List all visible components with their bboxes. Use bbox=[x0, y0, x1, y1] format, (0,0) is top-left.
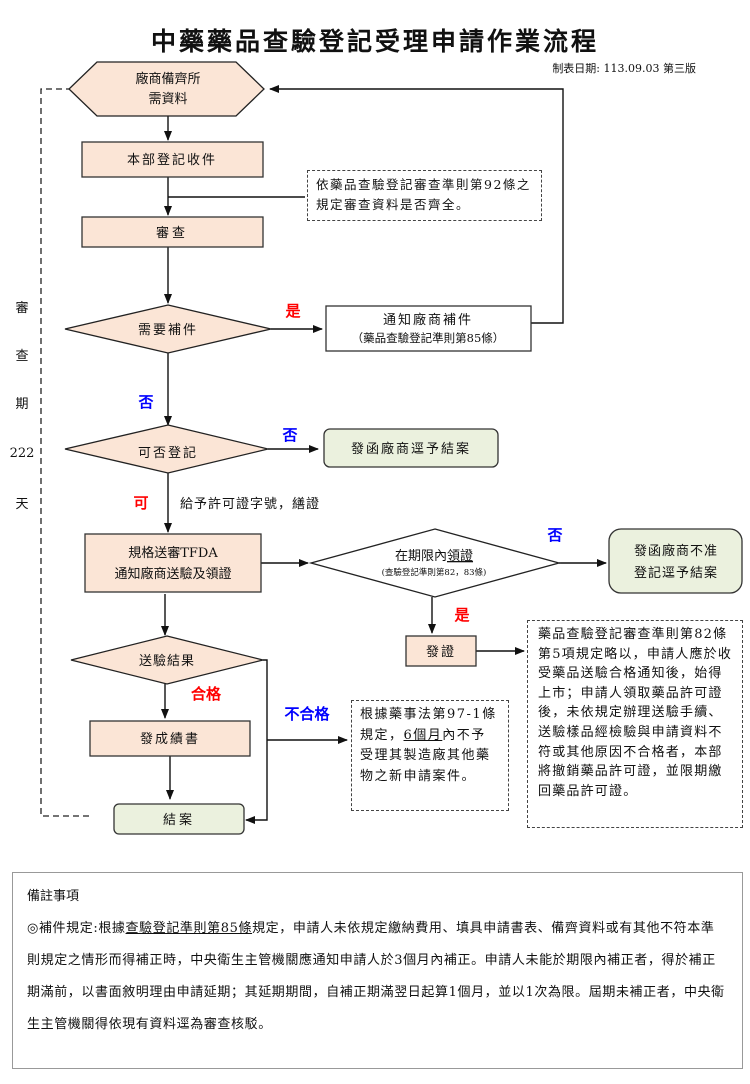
need-supplement-decision: 需要補件 bbox=[64, 304, 272, 354]
branch-pass-label: 合格 bbox=[190, 685, 222, 703]
side-label-char: 查 bbox=[15, 349, 28, 364]
issue-node: 發證 bbox=[405, 635, 477, 667]
remarks-text: 規定，申請人未依規定繳納費用、填具申請書表、備齊資料或有其他不符本準則規定之情形… bbox=[27, 921, 725, 1032]
spec-submission-node: 規格送審TFDA 通知廠商送驗及領證 bbox=[84, 533, 262, 593]
remarks-box: 備註事項 ◎補件規定:根據查驗登記準則第85條規定，申請人未依規定繳納費用、填具… bbox=[12, 872, 743, 1069]
can-register-label: 可否登記 bbox=[138, 445, 198, 461]
deny-close-node: 發函廠商不准 登記逕予結案 bbox=[608, 528, 743, 594]
revision-date: 制表日期: 113.09.03 第三版 bbox=[552, 62, 696, 75]
reject-close-label: 發函廠商逕予結案 bbox=[351, 441, 471, 457]
start-node-line2: 需資料 bbox=[148, 92, 187, 107]
start-node: 廠商備齊所 需資料 bbox=[68, 61, 265, 117]
deny-close-line1: 發函廠商不准 bbox=[634, 543, 718, 559]
close-node: 結案 bbox=[113, 803, 245, 835]
side-label-char: 天 bbox=[15, 497, 28, 512]
reject-close-node: 發函廠商逕予結案 bbox=[323, 428, 499, 468]
notify-supplement-line2: （藥品查驗登記準則第85條） bbox=[352, 331, 505, 345]
remarks-prefix: ◎補件規定:根據 bbox=[27, 921, 126, 936]
grant-label: 給予許可證字號，繕證 bbox=[180, 496, 320, 512]
review-note-text: 依藥品查驗登記審查準則第92條之規定審查資料是否齊全。 bbox=[316, 177, 531, 212]
side-label-days: 222 bbox=[10, 446, 35, 461]
receive-node: 本部登記收件 bbox=[81, 141, 264, 178]
side-label-char: 審 bbox=[15, 301, 28, 316]
branch-fail-label: 不合格 bbox=[284, 705, 330, 723]
notify-supplement-node: 通知廠商補件 （藥品查驗登記準則第85條） bbox=[325, 305, 532, 352]
notify-supplement-line1: 通知廠商補件 bbox=[383, 312, 473, 328]
side-label-char: 期 bbox=[15, 397, 28, 412]
test-result-decision: 送驗結果 bbox=[70, 635, 264, 685]
close-label: 結案 bbox=[163, 813, 195, 828]
issue-note-text: 藥品查驗登記審查準則第82條第5項規定略以，申請人應於收受藥品送驗合格通知後，始… bbox=[538, 627, 733, 799]
test-result-label: 送驗結果 bbox=[139, 654, 195, 669]
remarks-heading: 備註事項 bbox=[27, 889, 80, 904]
report-label: 發成績書 bbox=[140, 732, 200, 747]
receive-node-label: 本部登記收件 bbox=[127, 152, 217, 168]
branch-yes-label: 是 bbox=[284, 302, 301, 320]
page-title: 中藥藥品查驗登記受理申請作業流程 bbox=[150, 27, 599, 56]
can-register-decision: 可否登記 bbox=[64, 424, 269, 474]
remarks-regulation-ref: 查驗登記準則第85條 bbox=[125, 921, 253, 936]
issue-note: 藥品查驗登記審查準則第82條第5項規定略以，申請人應於收受藥品送驗合格通知後，始… bbox=[527, 620, 743, 828]
review-period-bracket bbox=[40, 88, 92, 817]
fail-note-text-c: 內不予受理其製造廠其他藥物之新申請案件。 bbox=[360, 727, 491, 784]
fail-note-text-a: 根據藥事法第97-1條規定， bbox=[360, 707, 497, 743]
remarks-body: ◎補件規定:根據查驗登記準則第85條規定，申請人未依規定繳納費用、填具申請書表、… bbox=[27, 913, 728, 1041]
fail-note-period: 6個月 bbox=[403, 727, 443, 743]
report-node: 發成績書 bbox=[89, 720, 251, 757]
within-deadline-sub: (查驗登記準則第82，83條) bbox=[382, 567, 487, 578]
issue-label: 發證 bbox=[426, 644, 456, 660]
within-deadline-label-a: 在期限內 bbox=[395, 549, 447, 564]
review-node: 審查 bbox=[81, 216, 264, 248]
spec-submission-line2: 通知廠商送驗及領證 bbox=[114, 566, 231, 582]
start-node-line1: 廠商備齊所 bbox=[135, 71, 200, 87]
review-note: 依藥品查驗登記審查準則第92條之規定審查資料是否齊全。 bbox=[307, 170, 542, 221]
branch-yes-label: 是 bbox=[453, 606, 470, 624]
within-deadline-label: 在期限內領證 bbox=[395, 548, 473, 564]
within-deadline-label-b: 領證 bbox=[447, 548, 473, 564]
need-supplement-label: 需要補件 bbox=[138, 323, 198, 338]
branch-no-label: 否 bbox=[281, 426, 297, 444]
branch-ok-label: 可 bbox=[133, 494, 148, 512]
within-deadline-decision: 在期限內領證 (查驗登記準則第82，83條) bbox=[308, 528, 562, 598]
branch-no-label: 否 bbox=[137, 393, 153, 411]
flowchart: 審 查 期 222 天 廠商備齊所 需資料 本部登記收件 bbox=[10, 61, 743, 835]
spec-submission-line1: 規格送審TFDA bbox=[128, 545, 218, 561]
deny-close-line2: 登記逕予結案 bbox=[634, 565, 718, 581]
review-node-label: 審查 bbox=[156, 226, 188, 241]
review-period-label: 審 查 期 222 天 bbox=[10, 301, 35, 512]
branch-no-label: 否 bbox=[546, 526, 562, 544]
fail-note: 根據藥事法第97-1條規定，6個月內不予受理其製造廠其他藥物之新申請案件。 bbox=[351, 700, 509, 811]
connector bbox=[269, 85, 564, 324]
